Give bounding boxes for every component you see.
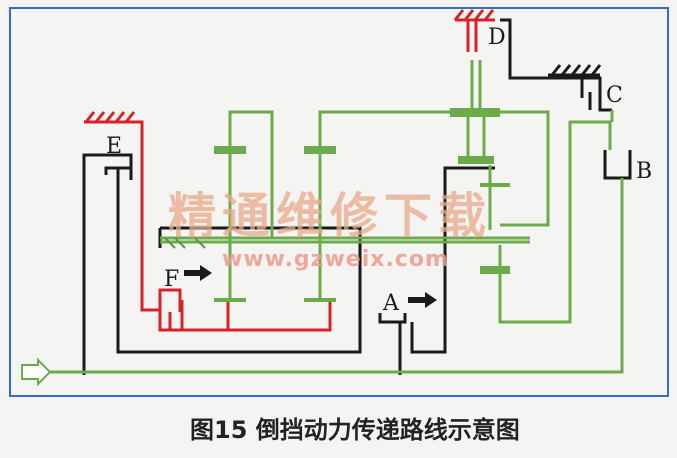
hatch-e [84, 111, 136, 123]
label-clutch-c: C [606, 83, 623, 108]
shaft-e-loop [116, 168, 362, 354]
arrow-a-icon [408, 292, 437, 308]
label-clutch-b: B [636, 159, 652, 184]
figure-caption: 图15 倒挡动力传递路线示意图 [190, 416, 520, 444]
hatch-c [550, 64, 602, 76]
gear-left-body [228, 110, 274, 300]
gear-tooth [450, 108, 500, 117]
gear-tooth [458, 156, 494, 164]
housing-e-inner [104, 166, 131, 175]
arrow-f-icon [184, 265, 212, 281]
clutch-b-body [603, 150, 632, 180]
label-clutch-a: A [382, 291, 400, 316]
shaft-d-c [500, 18, 584, 98]
green-power-path [21, 60, 624, 387]
brake-e-pins [180, 300, 230, 330]
label-brake-d: D [488, 25, 506, 50]
brake-d-red-plates [466, 20, 478, 52]
diagram-frame [9, 7, 669, 397]
label-clutch-f: F [164, 267, 179, 292]
input-arrow-icon [21, 357, 52, 387]
gear-tooth [304, 146, 336, 154]
spline-hatch [164, 237, 206, 249]
clutch-f-red [160, 288, 182, 312]
hatch-d [453, 9, 495, 21]
watermark-url: www.gzweix.com [222, 247, 449, 272]
planet-upper [470, 60, 482, 110]
housing-e-outer [82, 153, 133, 375]
gear-tooth [214, 146, 246, 154]
shaft-a-out [410, 166, 495, 354]
watermark-cn: 精通维修下载 [168, 188, 492, 244]
planet-mid [466, 115, 486, 158]
red-brake-path [84, 9, 495, 332]
input-shaft [50, 178, 624, 374]
clutch-a-body [378, 313, 407, 324]
gear-mid-body [318, 110, 550, 300]
ring-to-b [498, 120, 612, 324]
brake-e-carrier [158, 300, 332, 332]
label-clutch-e: E [106, 134, 122, 159]
black-shaft-network [82, 18, 632, 375]
clutch-c-body [580, 76, 612, 112]
gear-tooth [480, 266, 510, 274]
